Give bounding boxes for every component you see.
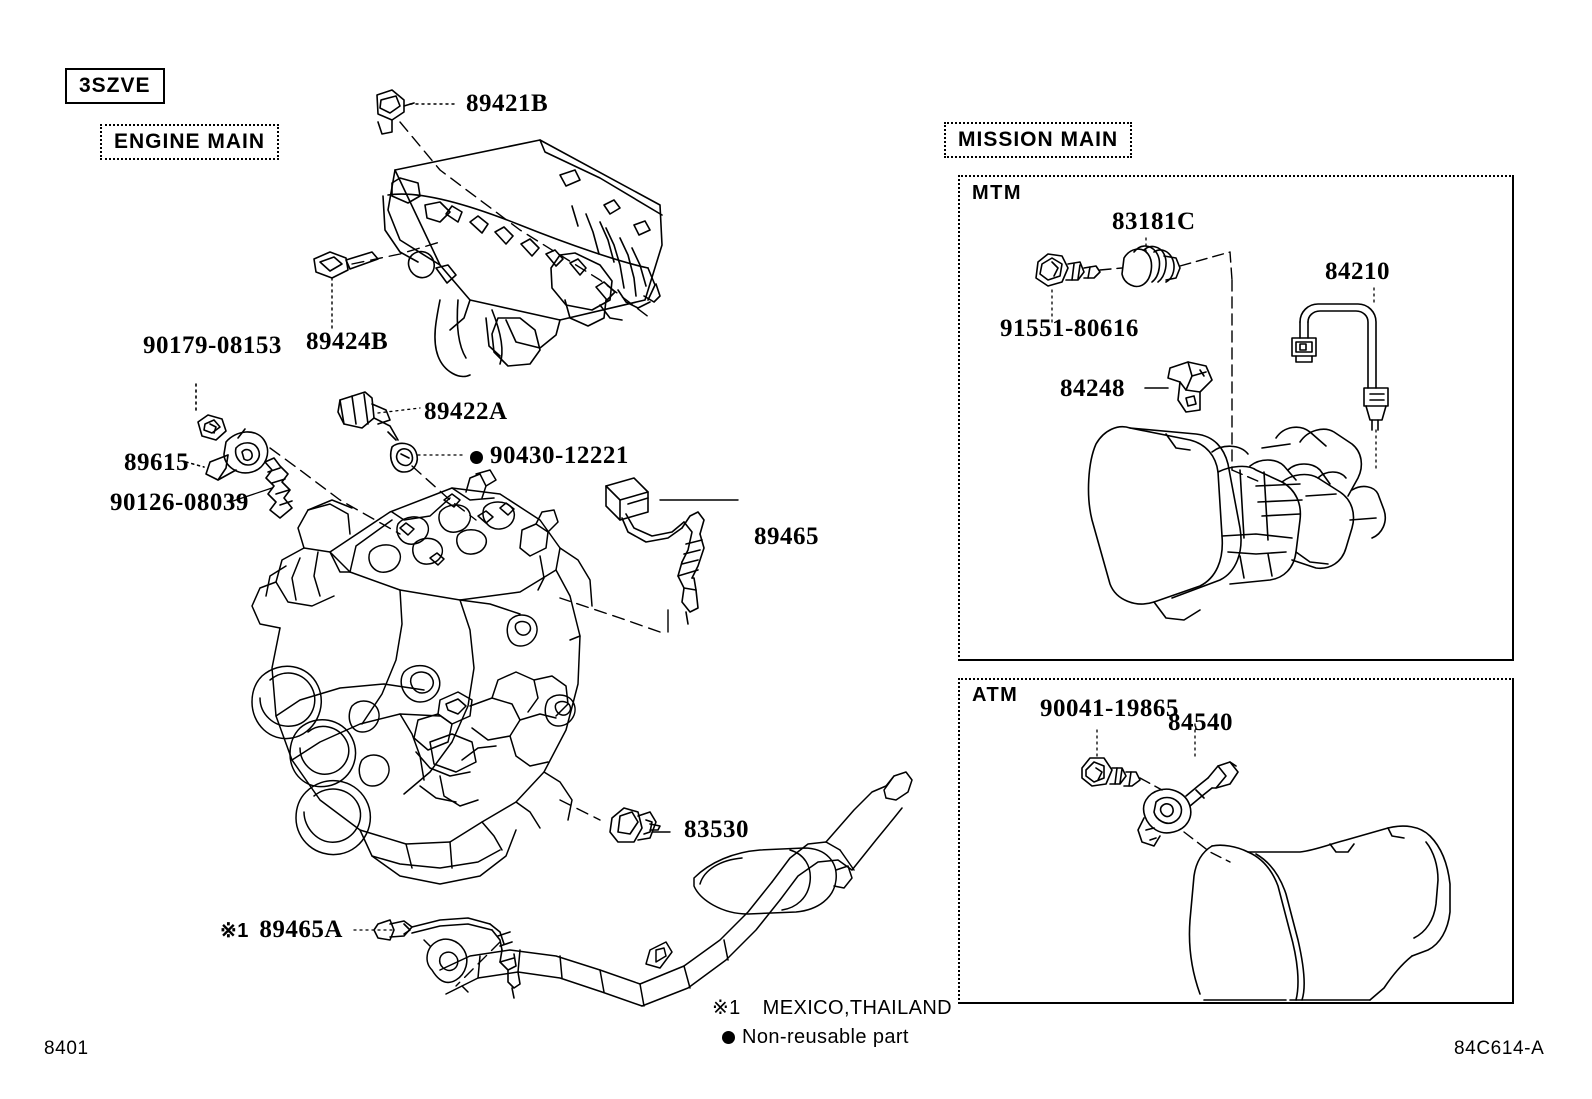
part-label-84540: 84540 [1168,709,1233,736]
legend-nonreusable-text: Non-reusable part [742,1026,909,1048]
part-label-90179-08153: 90179-08153 [143,332,282,359]
atm-panel-artwork [1081,723,1451,1001]
nonreusable-marker-90430: 90430-12221 [470,442,629,470]
part-label-89424B: 89424B [306,328,389,355]
part-label-91551-80616: 91551-80616 [1000,315,1139,342]
exhaust-system-illustration [423,771,913,1007]
engine-block-illustration [251,469,593,885]
panel-tag-atm: ATM [972,684,1019,706]
temp-sensor-group [337,391,477,521]
part-label-90430-12221: 90430-12221 [490,442,629,469]
part-label-84248: 84248 [1060,375,1125,402]
note-mark-89465A: ※1 [220,920,249,942]
footer-code-left: 8401 [44,1038,89,1059]
oxygen-sensor-89465A [373,917,521,999]
atm-panel-frame [958,678,1514,1004]
part-label-89615: 89615 [124,449,189,476]
nonreusable-dot-icon [470,451,483,464]
footer-code-right: 84C614-A [1454,1038,1545,1059]
legend-note-row: ※1 MEXICO,THAILAND [712,995,952,1020]
section-label-mission-main: MISSION MAIN [944,122,1133,158]
part-label-89465: 89465 [754,523,819,550]
engine-code-badge: 3SZVE [65,68,165,104]
legend-note-text: MEXICO,THAILAND [762,997,953,1019]
part-label-90041-19865: 90041-19865 [1040,695,1179,722]
switch-83530 [609,807,661,843]
section-label-engine-main: ENGINE MAIN [100,124,280,160]
intake-manifold-illustration [313,89,663,378]
oxygen-sensor-89465 [605,477,705,625]
small-parts-group [185,383,293,519]
part-label-83181C: 83181C [1112,208,1196,235]
part-label-83530: 83530 [684,816,749,843]
legend-nonreusable-row: Non-reusable part [722,1026,909,1049]
panel-tag-mtm: MTM [972,182,1023,204]
part-label-84210: 84210 [1325,258,1390,285]
mtm-panel-frame [958,175,1514,661]
part-label-89421B: 89421B [466,90,549,117]
nonreusable-dot-icon [722,1031,735,1044]
leader-lines-top [331,103,651,331]
part-label-89465A: 89465A [259,916,343,943]
part-label-90126-08039: 90126-08039 [110,489,249,516]
part-label-89422A: 89422A [424,398,508,425]
legend-note-mark: ※1 [712,997,741,1019]
part-label-89465A-group: ※1 89465A [220,916,343,944]
mtm-panel-artwork [1035,237,1389,621]
